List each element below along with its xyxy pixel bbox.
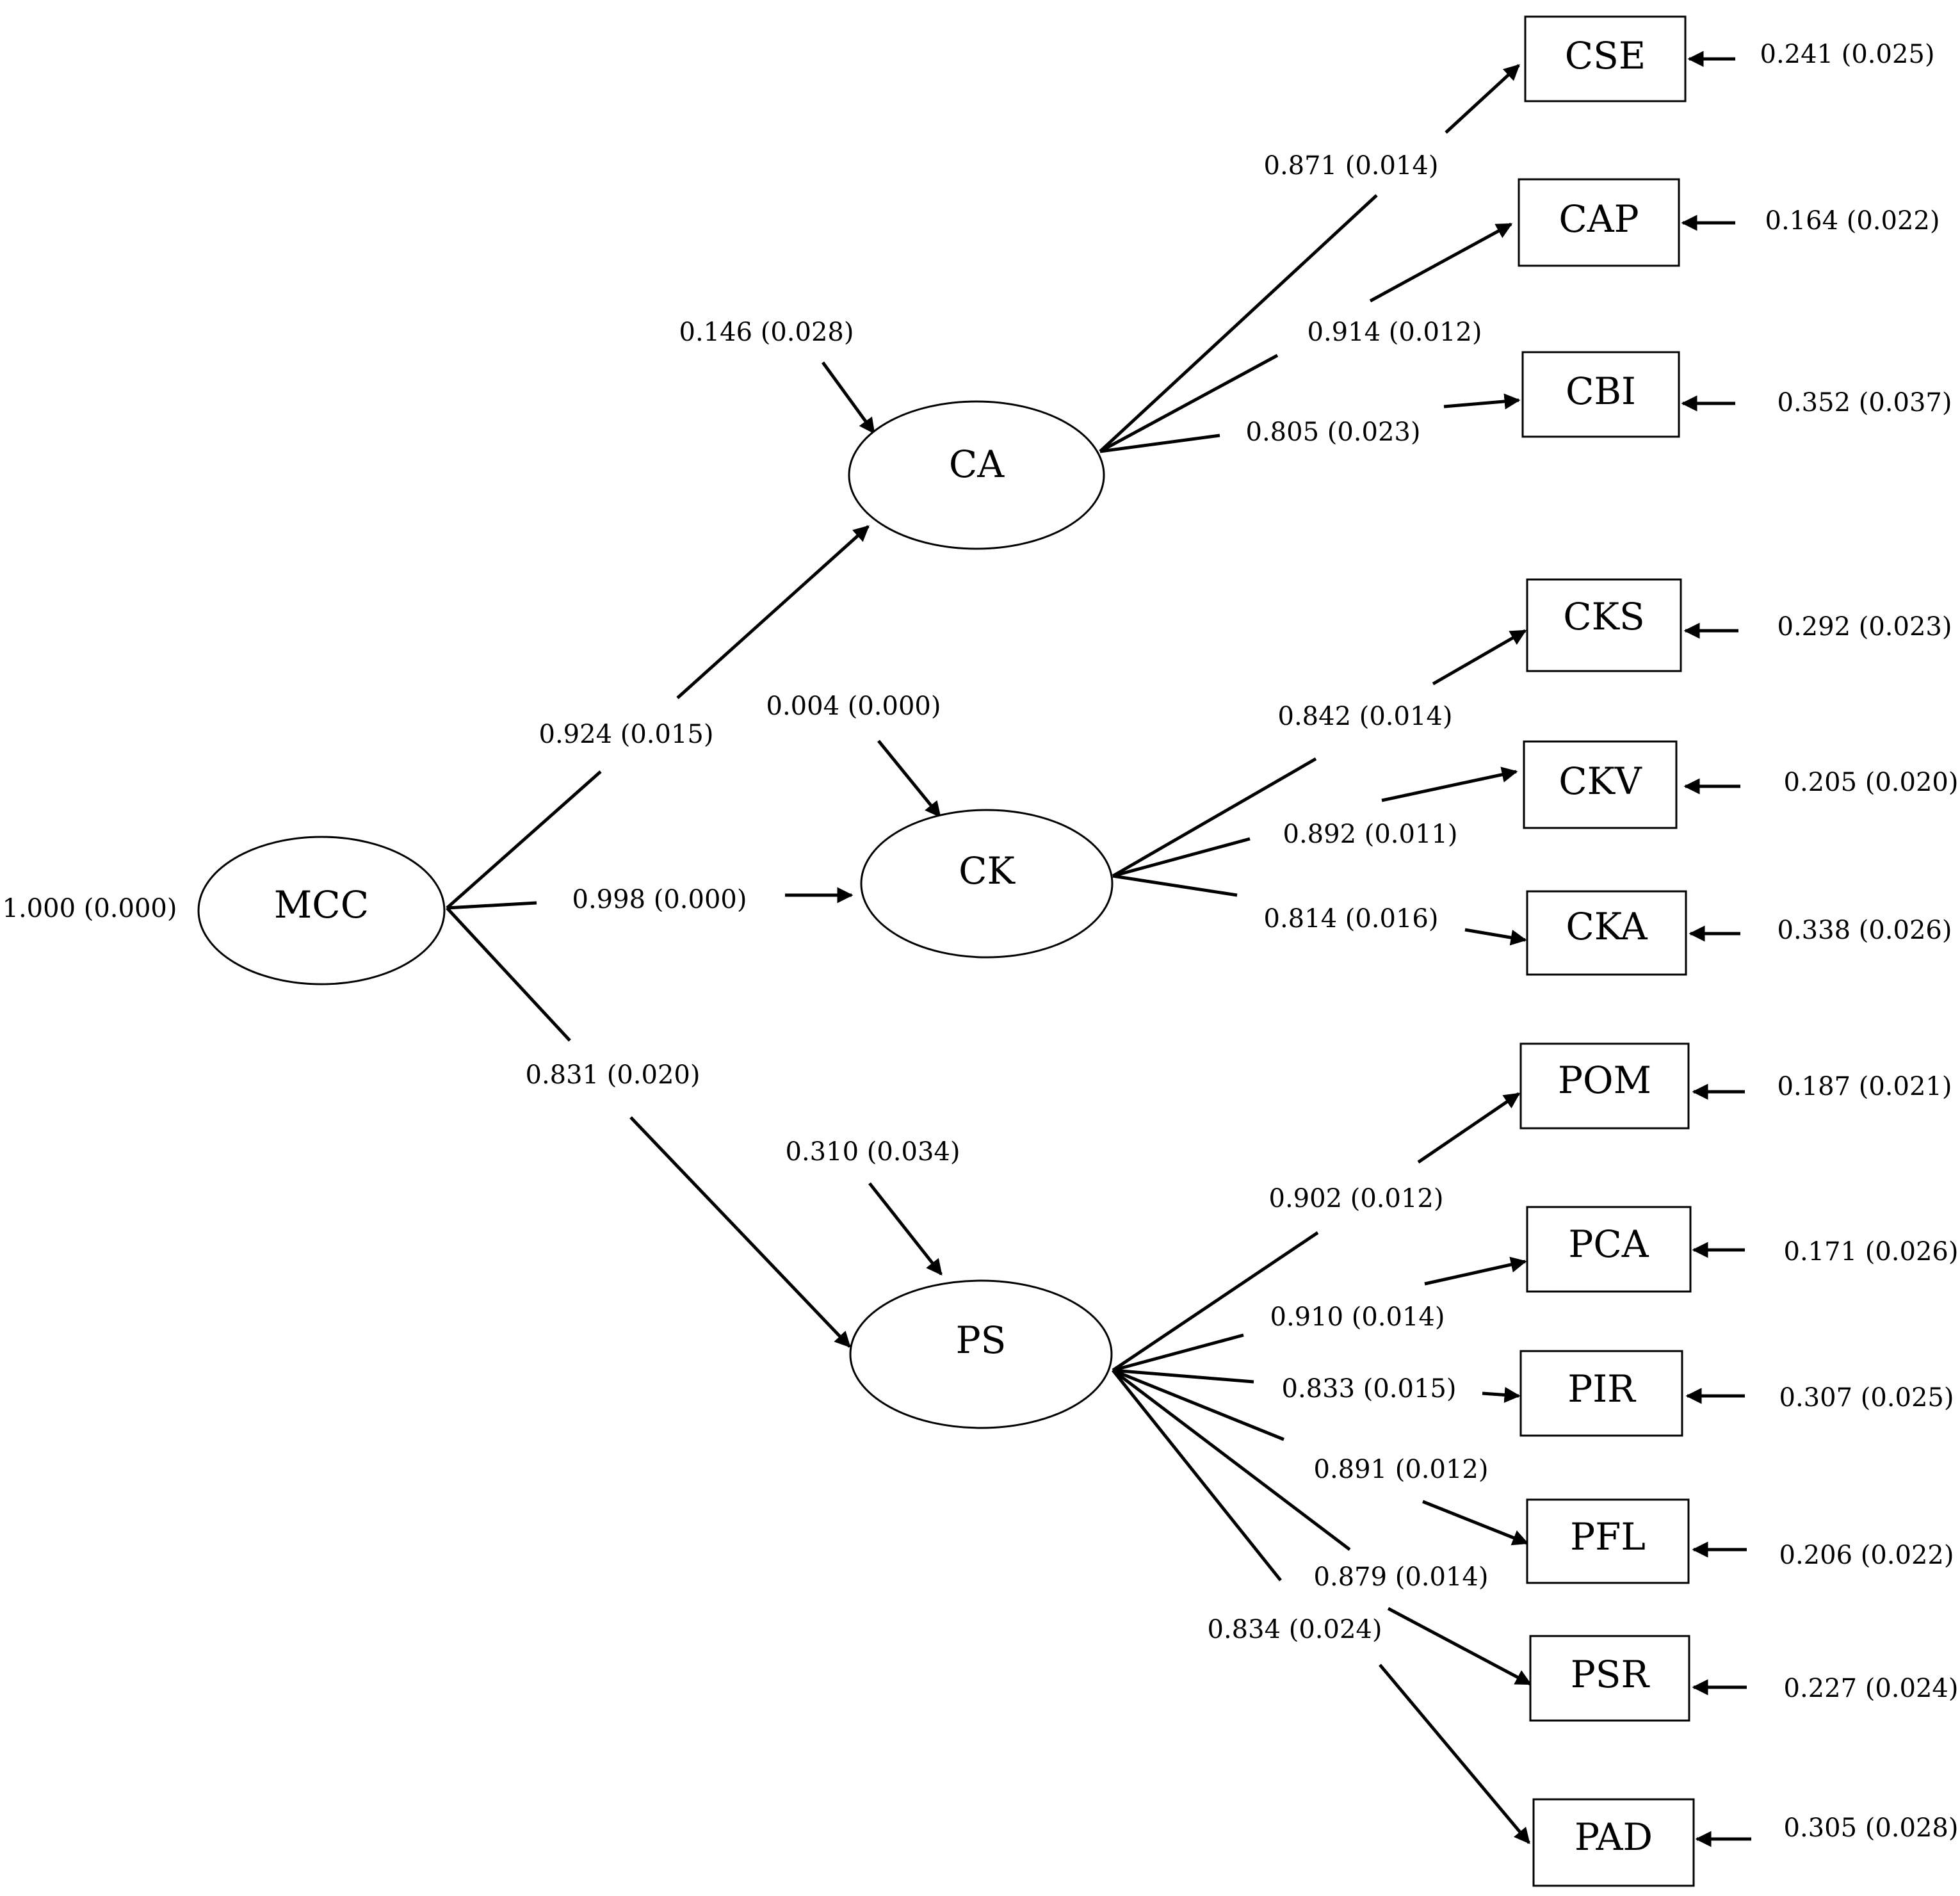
edge-ca-cse-head bbox=[1445, 64, 1520, 134]
residual-label-cks: 0.292 (0.023) bbox=[1778, 612, 1952, 642]
edge-ca-cse-tail bbox=[1099, 194, 1378, 453]
residual-label-psr: 0.227 (0.024) bbox=[1784, 1674, 1959, 1703]
edge-ck-ckv-tail bbox=[1112, 837, 1251, 878]
node-pom: POM bbox=[1519, 1042, 1690, 1130]
edge-ca-cbi-head bbox=[1443, 393, 1521, 410]
node-label-pfl: PFL bbox=[1570, 1515, 1646, 1559]
edge-label-ps-pom: 0.902 (0.012) bbox=[1269, 1184, 1444, 1213]
node-label-cka: CKA bbox=[1566, 905, 1648, 948]
residual-label-pca: 0.171 (0.026) bbox=[1784, 1237, 1959, 1267]
node-label-ck: CK bbox=[959, 849, 1016, 893]
edge-ps-psr-head bbox=[1387, 1607, 1532, 1686]
disturbance-arrow-ps bbox=[868, 1182, 943, 1276]
residual-label-pad: 0.305 (0.028) bbox=[1784, 1813, 1959, 1843]
edge-label-ps-pir: 0.833 (0.015) bbox=[1282, 1374, 1457, 1404]
node-cks: CKS bbox=[1526, 578, 1682, 672]
node-mcc: MCC bbox=[197, 836, 446, 985]
edge-mcc-ca-head bbox=[676, 525, 870, 699]
edge-ca-cbi-tail bbox=[1099, 433, 1220, 453]
edge-label-ck-cks: 0.842 (0.014) bbox=[1278, 702, 1453, 731]
disturbance-arrow-ck bbox=[877, 740, 941, 818]
edge-ck-ckv-head bbox=[1381, 766, 1518, 802]
edge-label-ca-cse: 0.871 (0.014) bbox=[1264, 151, 1439, 181]
edge-ck-cka-head bbox=[1464, 928, 1527, 946]
edge-ps-pca-tail bbox=[1112, 1333, 1244, 1372]
edge-ca-cap-head bbox=[1369, 222, 1513, 303]
disturbance-arrow-ca bbox=[821, 361, 876, 435]
node-pad: PAD bbox=[1532, 1798, 1695, 1887]
edge-label-mcc-ck: 0.998 (0.000) bbox=[572, 885, 747, 914]
node-label-cks: CKS bbox=[1563, 595, 1644, 638]
node-cap: CAP bbox=[1518, 178, 1680, 267]
residual-label-pir: 0.307 (0.025) bbox=[1779, 1383, 1954, 1413]
node-cse: CSE bbox=[1524, 15, 1687, 102]
residual-label-cse: 0.241 (0.025) bbox=[1760, 40, 1935, 69]
residual-label-cbi: 0.352 (0.037) bbox=[1778, 388, 1952, 417]
node-psr: PSR bbox=[1529, 1635, 1690, 1722]
residual-label-cap: 0.164 (0.022) bbox=[1765, 206, 1940, 236]
node-label-pom: POM bbox=[1558, 1058, 1651, 1102]
edge-ps-pfl-head bbox=[1422, 1500, 1529, 1546]
edge-label-ps-pfl: 0.891 (0.012) bbox=[1314, 1455, 1489, 1484]
residual-label-ckv: 0.205 (0.020) bbox=[1784, 768, 1959, 797]
node-label-cse: CSE bbox=[1565, 34, 1646, 77]
edge-ca-cap-tail bbox=[1099, 353, 1279, 453]
edge-label-mcc-ca: 0.924 (0.015) bbox=[539, 720, 714, 749]
node-cbi: CBI bbox=[1521, 351, 1680, 438]
residual-label-ps: 0.310 (0.034) bbox=[786, 1137, 960, 1167]
edge-label-ca-cap: 0.914 (0.012) bbox=[1308, 318, 1482, 347]
edge-mcc-ps-head bbox=[629, 1116, 851, 1348]
node-label-cbi: CBI bbox=[1566, 369, 1636, 413]
node-label-ckv: CKV bbox=[1559, 759, 1642, 803]
edge-label-ca-cbi: 0.805 (0.023) bbox=[1246, 417, 1421, 447]
node-label-pir: PIR bbox=[1567, 1367, 1637, 1411]
edge-ps-pad-head bbox=[1379, 1664, 1530, 1844]
node-label-mcc: MCC bbox=[274, 883, 369, 927]
node-label-ps: PS bbox=[956, 1318, 1007, 1362]
node-pir: PIR bbox=[1519, 1350, 1683, 1437]
edge-ps-pad-tail bbox=[1112, 1369, 1282, 1582]
edge-ck-cka-tail bbox=[1112, 874, 1238, 897]
edge-ps-pom-tail bbox=[1112, 1231, 1319, 1372]
node-pfl: PFL bbox=[1526, 1498, 1690, 1584]
edge-ps-pir-tail bbox=[1112, 1368, 1254, 1384]
node-label-pad: PAD bbox=[1575, 1815, 1653, 1859]
edge-mcc-ps-tail bbox=[446, 907, 571, 1042]
residual-label-pom: 0.187 (0.021) bbox=[1778, 1072, 1952, 1101]
edge-label-ck-cka: 0.814 (0.016) bbox=[1264, 904, 1439, 934]
node-ca: CA bbox=[848, 400, 1105, 550]
residual-label-ck: 0.004 (0.000) bbox=[766, 692, 941, 721]
node-label-cap: CAP bbox=[1559, 197, 1639, 241]
edge-mcc-ck-tail bbox=[446, 901, 537, 910]
edge-ck-cks-tail bbox=[1112, 757, 1317, 878]
edge-ps-pom-head bbox=[1417, 1092, 1521, 1164]
edge-ps-psr-tail bbox=[1112, 1369, 1351, 1551]
node-ps: PS bbox=[849, 1279, 1113, 1429]
edge-label-ps-psr: 0.879 (0.014) bbox=[1314, 1562, 1489, 1592]
node-label-psr: PSR bbox=[1571, 1653, 1651, 1696]
node-label-pca: PCA bbox=[1568, 1222, 1649, 1266]
edge-label-ps-pad: 0.834 (0.024) bbox=[1208, 1615, 1382, 1644]
node-ck: CK bbox=[860, 809, 1114, 959]
node-label-ca: CA bbox=[949, 442, 1005, 486]
node-pca: PCA bbox=[1526, 1206, 1692, 1293]
edge-ck-cks-head bbox=[1432, 629, 1527, 686]
edge-ps-pir-head bbox=[1482, 1386, 1521, 1403]
node-cka: CKA bbox=[1526, 890, 1687, 976]
residual-label-pfl: 0.206 (0.022) bbox=[1779, 1541, 1954, 1570]
edge-label-ck-ckv: 0.892 (0.011) bbox=[1283, 820, 1458, 849]
node-ckv: CKV bbox=[1523, 740, 1678, 829]
edge-ps-pfl-tail bbox=[1112, 1368, 1284, 1441]
edge-label-mcc-ps: 0.831 (0.020) bbox=[526, 1060, 701, 1090]
residual-label-cka: 0.338 (0.026) bbox=[1778, 916, 1952, 945]
edge-label-ps-pca: 0.910 (0.014) bbox=[1270, 1302, 1445, 1332]
edge-ps-pca-head bbox=[1424, 1256, 1527, 1286]
residual-label-ca: 0.146 (0.028) bbox=[679, 318, 854, 347]
residual-label-mcc: 1.000 (0.000) bbox=[3, 894, 177, 923]
edge-mcc-ca-tail bbox=[446, 770, 602, 909]
